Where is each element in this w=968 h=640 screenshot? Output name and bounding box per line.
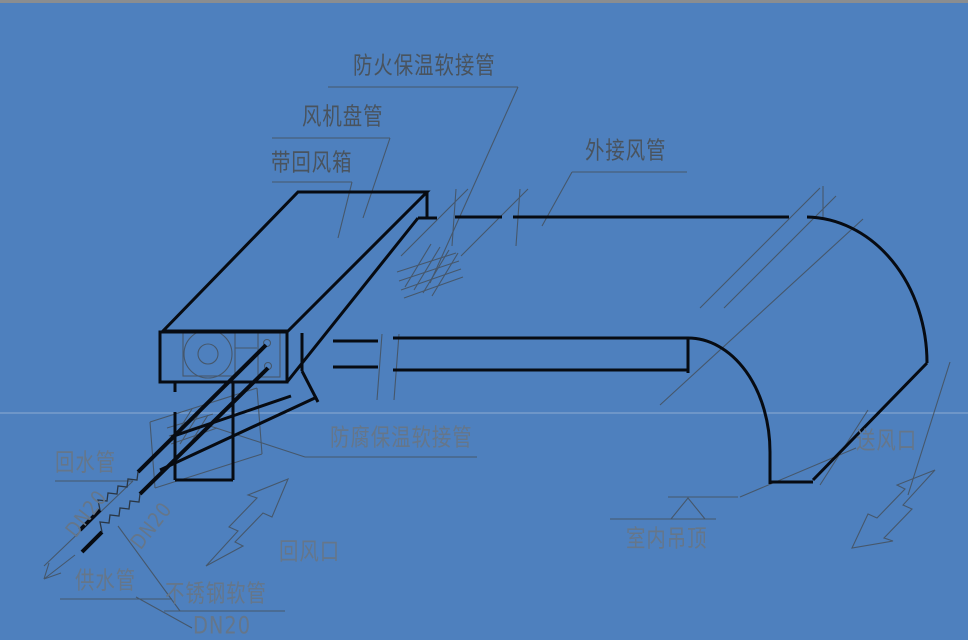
supply-water-pipe-line bbox=[80, 366, 270, 554]
return-water-pipe-line bbox=[78, 343, 268, 532]
heavy-linework bbox=[158, 190, 929, 484]
window-top-strip bbox=[0, 0, 968, 3]
return-air-arrow-icon bbox=[205, 478, 290, 567]
fan-coil-unit-outline bbox=[158, 190, 437, 384]
duct-joint-symbols bbox=[376, 186, 864, 406]
unit-outlet-frame bbox=[300, 333, 320, 403]
return-air-box-outline bbox=[159, 382, 318, 482]
thin-linework bbox=[43, 86, 951, 629]
water-flow-arrow-icon bbox=[43, 554, 76, 580]
leader-lines bbox=[43, 86, 687, 629]
external-duct-outline bbox=[333, 215, 789, 373]
supply-air-arrow-icon bbox=[851, 469, 936, 549]
flex-connector-hatch-upper bbox=[396, 243, 464, 299]
water-pipes bbox=[78, 343, 270, 554]
stainless-hose-zigzags bbox=[97, 471, 141, 533]
duct-elbow-outline bbox=[687, 215, 929, 484]
